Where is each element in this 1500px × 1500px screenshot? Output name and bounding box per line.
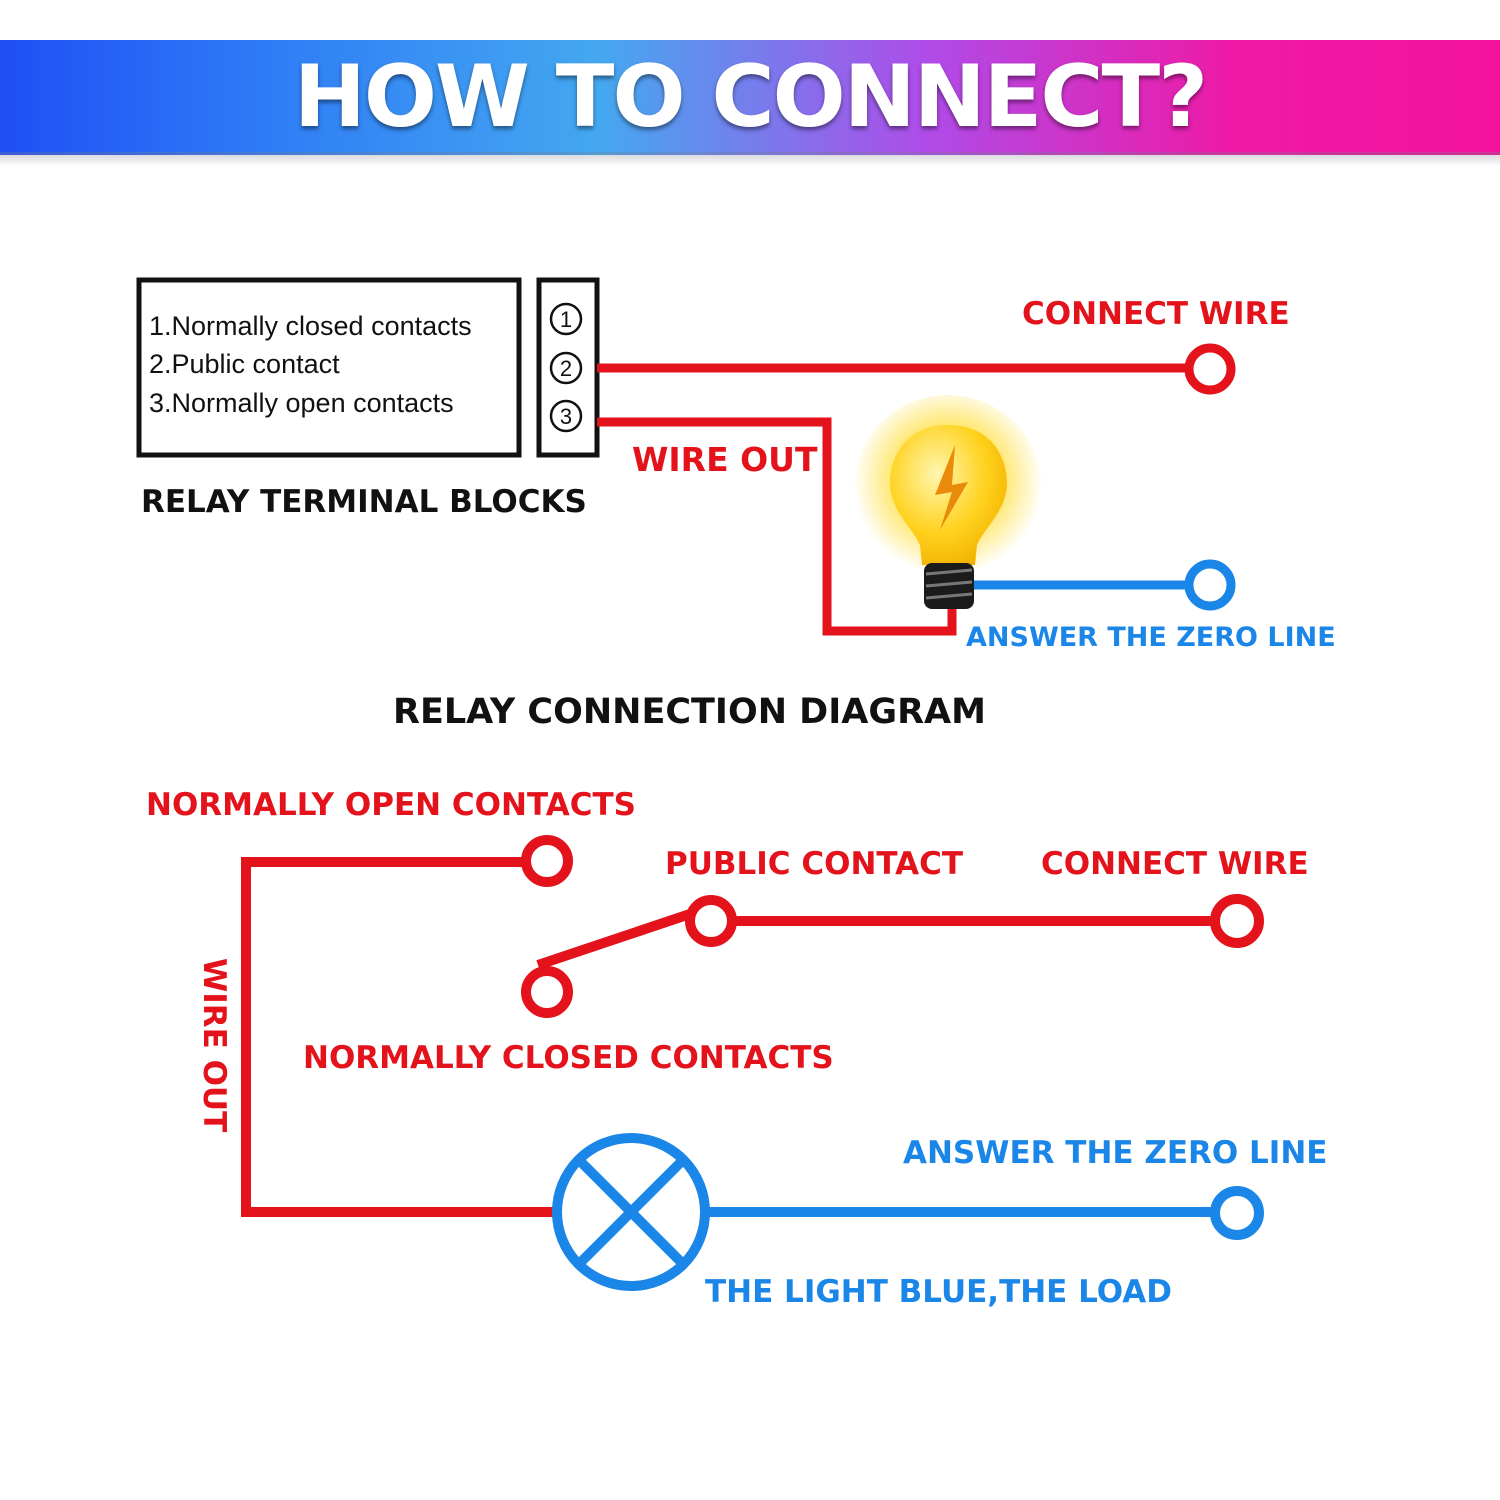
pin-2-number: 2 xyxy=(560,356,572,381)
terminal-legend-box xyxy=(136,277,522,458)
public-contact-label: PUBLIC CONTACT xyxy=(665,846,963,882)
title-banner xyxy=(0,40,1500,155)
bottom-connect-terminal xyxy=(1210,894,1264,948)
pin-3 xyxy=(549,399,583,433)
top-wire-out xyxy=(597,417,957,636)
bottom-connect-wire-label: CONNECT WIRE xyxy=(1041,846,1309,882)
terminal-caption: RELAY TERMINAL BLOCKS xyxy=(141,484,587,520)
legend-item-3: 3.Normally open contacts xyxy=(149,388,454,418)
bottom-zero-line-terminal xyxy=(1210,1186,1264,1240)
bottom-zero-line-label: ANSWER THE ZERO LINE xyxy=(903,1135,1327,1171)
section-title: RELAY CONNECTION DIAGRAM xyxy=(393,692,986,732)
banner-title: HOW TO CONNECT? xyxy=(293,47,1208,147)
bottom-wire-out-label: WIRE OUT xyxy=(196,958,232,1132)
light-bulb-icon xyxy=(853,395,1043,609)
load-label: THE LIGHT BLUE,THE LOAD xyxy=(705,1274,1172,1310)
normally-closed-terminal xyxy=(521,966,573,1018)
normally-open-terminal xyxy=(521,835,573,887)
top-connect-wire xyxy=(597,343,1236,395)
normally-open-label: NORMALLY OPEN CONTACTS xyxy=(146,787,636,823)
legend-item-1: 1.Normally closed contacts xyxy=(149,311,472,341)
top-connect-wire-label: CONNECT WIRE xyxy=(1022,296,1290,332)
top-zero-line-label: ANSWER THE ZERO LINE xyxy=(966,622,1336,653)
pin-1 xyxy=(549,302,583,336)
top-wire-out-label: WIRE OUT xyxy=(632,440,818,479)
legend-item-2: 2.Public contact xyxy=(149,349,340,379)
public-contact-terminal xyxy=(685,895,737,947)
terminal-pins xyxy=(536,277,600,458)
normally-closed-label: NORMALLY CLOSED CONTACTS xyxy=(303,1040,834,1076)
top-zero-line-wire xyxy=(974,559,1236,611)
top-connect-terminal xyxy=(1184,343,1236,395)
lamp-load-icon xyxy=(552,1133,710,1291)
pin-1-number: 1 xyxy=(560,307,572,332)
pin-2 xyxy=(549,351,583,385)
bottom-wire-out xyxy=(241,857,555,1217)
top-zero-line-terminal xyxy=(1184,559,1236,611)
pin-3-number: 3 xyxy=(560,404,572,429)
banner-shadow xyxy=(0,152,1500,166)
switch-arm xyxy=(536,909,692,970)
